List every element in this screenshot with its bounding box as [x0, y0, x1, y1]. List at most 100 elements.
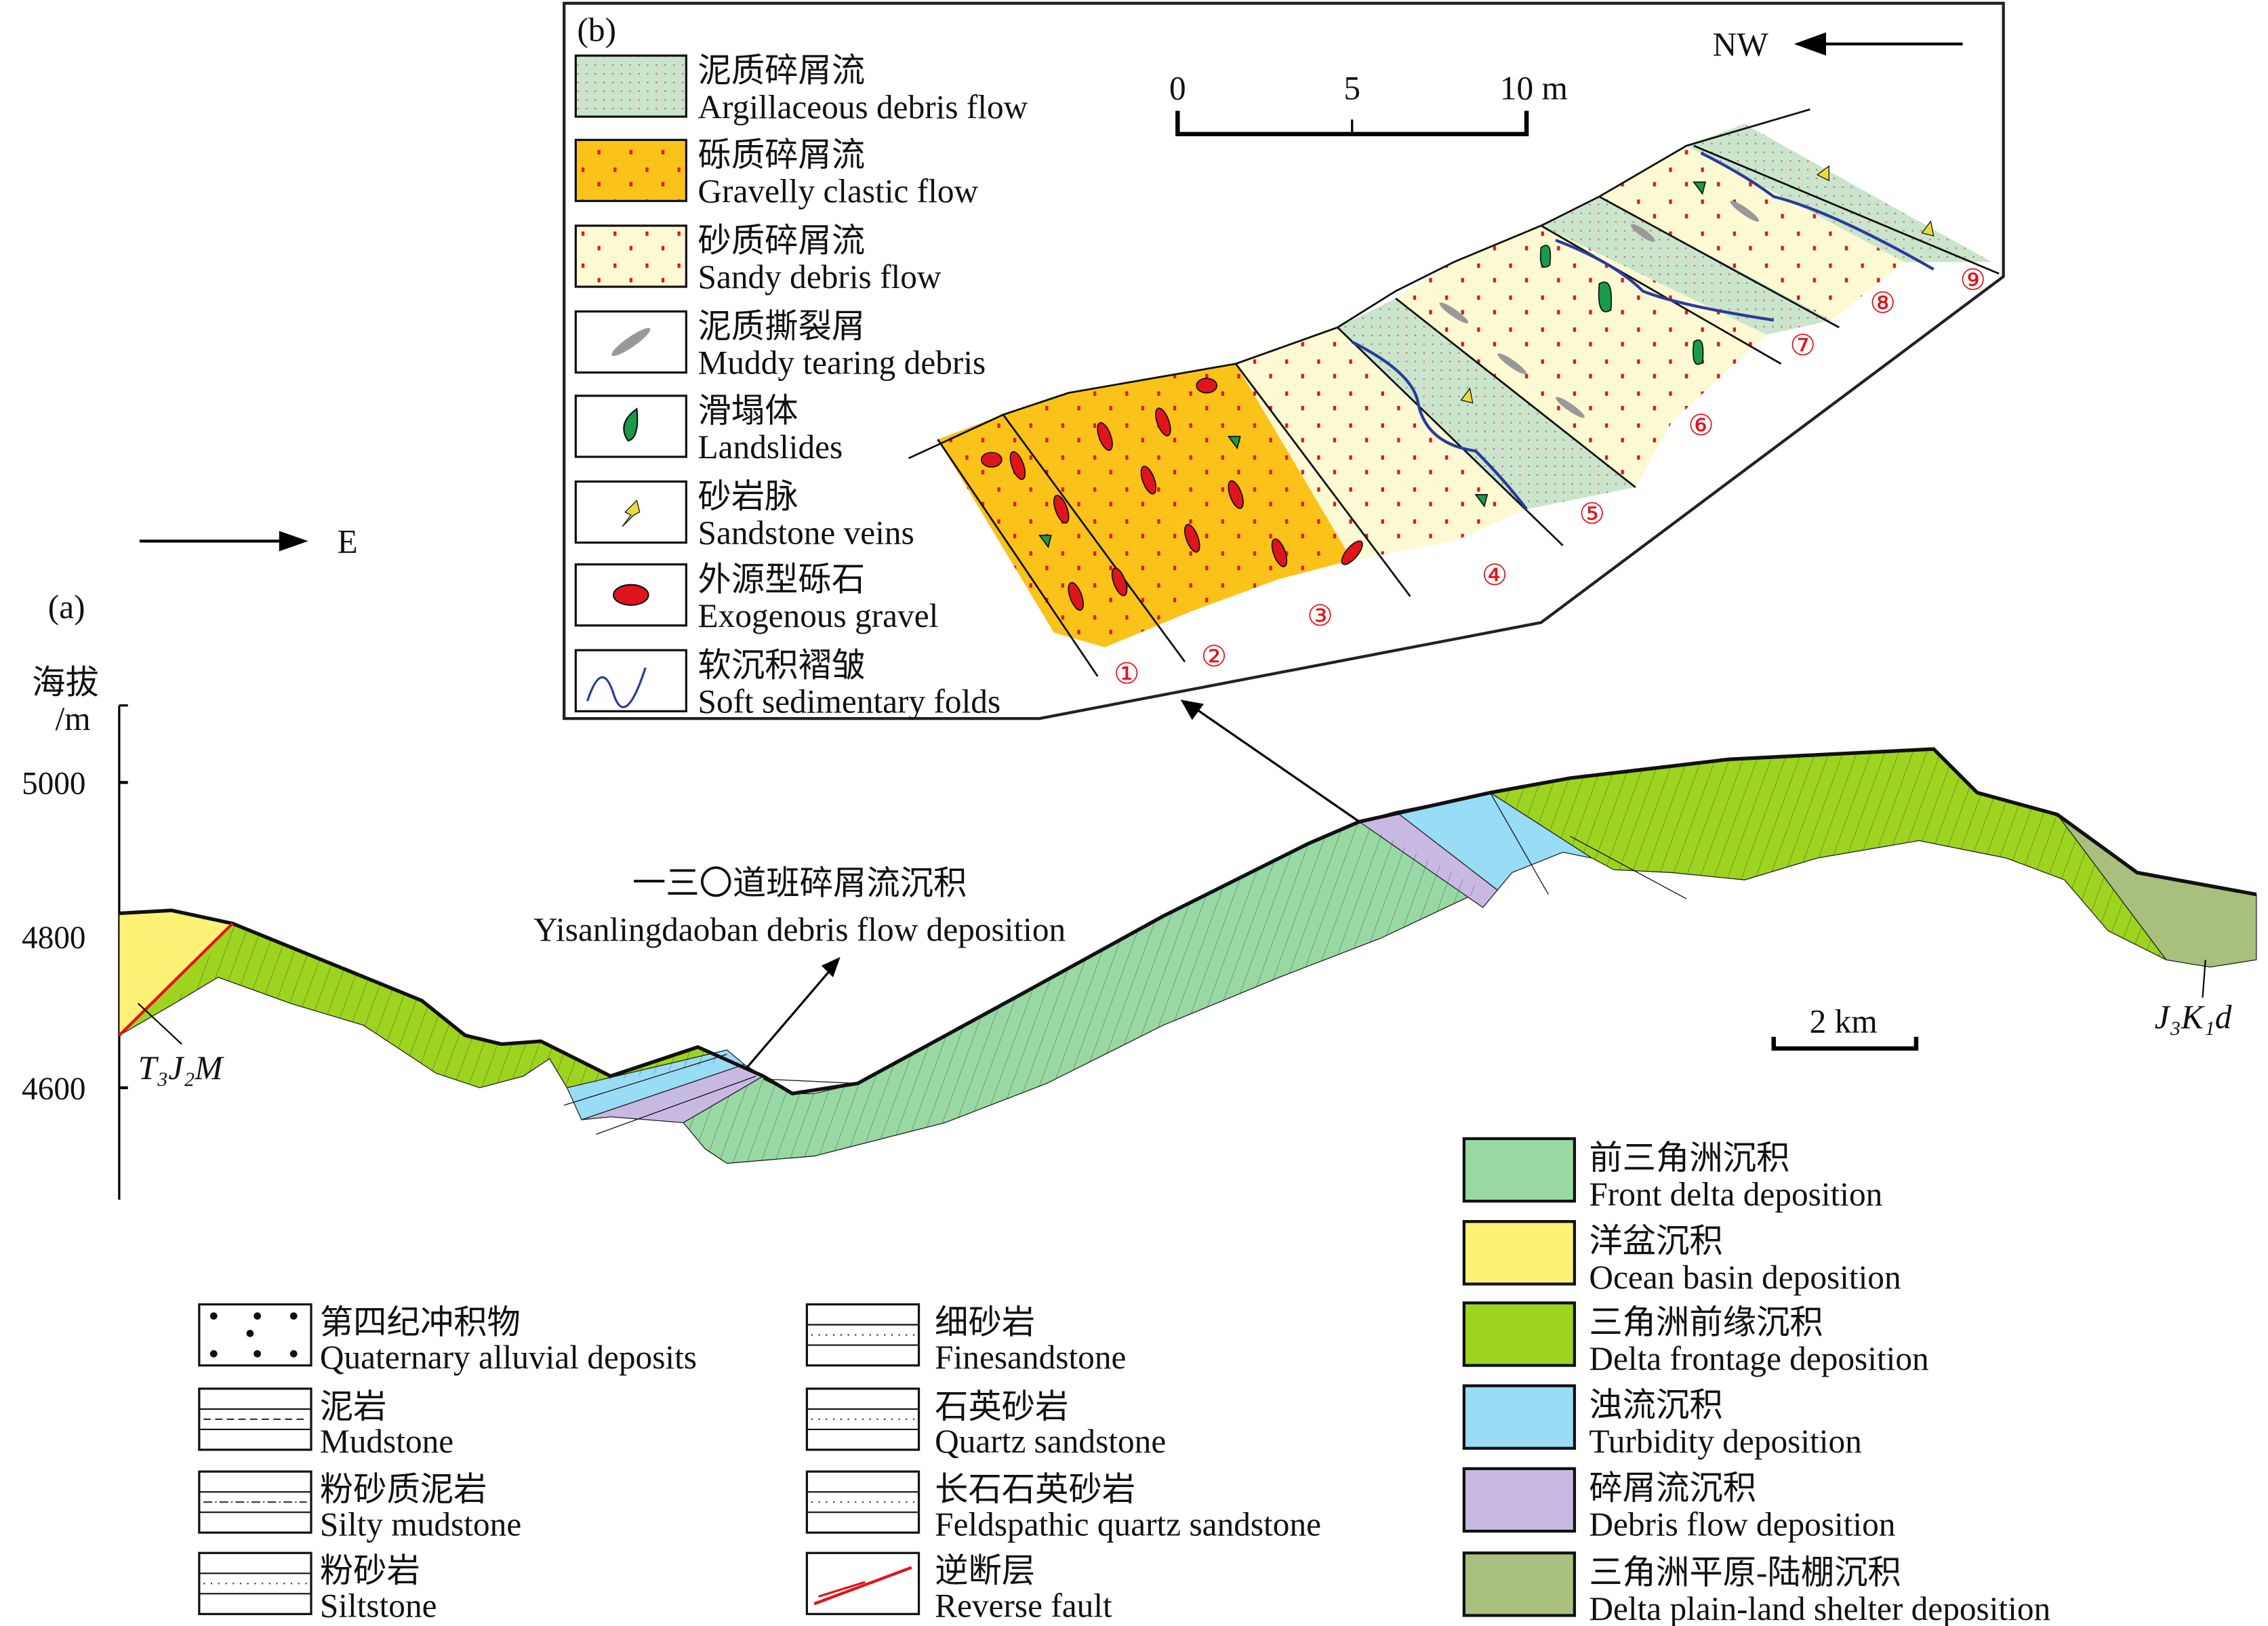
lithology-label-cn: 第四纪冲积物 — [320, 1303, 521, 1341]
panel-a-label: (a) — [48, 588, 85, 626]
legend-label-en: Exogenous gravel — [698, 597, 939, 634]
km-scale-bar: 2 km — [1771, 1002, 1919, 1051]
reverse-fault — [118, 922, 234, 1037]
legend-label-cn: 软沉积褶皱 — [698, 647, 866, 684]
lithology-label-en: Silty mudstone — [320, 1506, 521, 1543]
sandy-bed-3 — [1236, 327, 1527, 561]
yisanlingdaoban-callout: 一三〇道班碎屑流沉积 Yisanlingdaoban debris flow d… — [533, 865, 1066, 1070]
legend-label-cn: 砾质碎屑流 — [698, 136, 866, 174]
legend-label-en: Landslides — [698, 428, 843, 466]
bed-7: ⑦ — [1789, 330, 1815, 362]
bed-2: ② — [1201, 641, 1227, 673]
lithology-label-cn: 石英砂岩 — [935, 1388, 1068, 1425]
legend-label-en: Gravelly clastic flow — [698, 173, 979, 210]
legend-label-cn: 滑塌体 — [698, 392, 798, 430]
lithology-label-en: Siltstone — [320, 1587, 437, 1625]
annotation-en: Yisanlingdaoban debris flow deposition — [533, 911, 1066, 948]
lithology-label-cn: 长石石英砂岩 — [935, 1471, 1135, 1508]
facies-label-cn: 前三角洲沉积 — [1589, 1139, 1789, 1177]
facies-label-cn: 碎屑流沉积 — [1589, 1469, 1756, 1507]
facies-swatch — [1462, 1220, 1577, 1286]
km-scale-label: 2 km — [1810, 1002, 1878, 1040]
panel-b-inset: (b) NW 0 5 10 m — [563, 1, 2005, 720]
facies-label-cn: 三角洲平原-陆棚沉积 — [1589, 1553, 1901, 1591]
inset-pointer-arrow — [1180, 699, 1360, 823]
argillaceous-bed-8 — [1686, 123, 1992, 262]
facies-swatch — [1462, 1467, 1577, 1533]
bed-9: ⑨ — [1960, 264, 1985, 296]
lithology-label-en: Finesandstone — [935, 1339, 1126, 1376]
scale-tick-5: 5 — [1343, 69, 1360, 106]
argillaceous-swatch — [574, 54, 687, 118]
sandstone-veins — [1460, 165, 1935, 404]
facies-label-en: Turbidity deposition — [1589, 1423, 1861, 1460]
facies-label-cn: 三角洲前缘沉积 — [1589, 1303, 1823, 1341]
facies-swatch — [1462, 1301, 1577, 1367]
lithology-label-en: Quaternary alluvial deposits — [320, 1339, 697, 1376]
legend-label-en: Argillaceous debris flow — [698, 88, 1028, 125]
argillaceous-bed-4 — [1337, 298, 1636, 510]
legend-label-cn: 砂岩脉 — [698, 478, 798, 515]
soft-sedimentary-folds — [1351, 151, 1935, 510]
sandy-swatch — [574, 224, 687, 288]
lithology-label-cn: 细砂岩 — [935, 1303, 1035, 1341]
lithology-label-cn: 泥岩 — [320, 1388, 387, 1425]
facies-label-en: Delta frontage deposition — [1589, 1340, 1928, 1377]
bed-5: ⑤ — [1579, 499, 1604, 531]
gravelly-beds — [937, 363, 1352, 647]
lithology-label-cn: 逆断层 — [935, 1552, 1035, 1589]
sandy-bed-7 — [1599, 146, 1905, 321]
nw-arrow: NW — [1713, 26, 1963, 63]
lithology-label-en: Feldspathic quartz sandstone — [935, 1506, 1321, 1543]
facies-swatch — [1462, 1137, 1577, 1203]
lithology-label-cn: 粉砂质泥岩 — [320, 1471, 487, 1508]
bed-numbers: ① ② ③ ④ ⑤ ⑥ ⑦ ⑧ ⑨ — [1114, 264, 1986, 690]
legend-label-en: Muddy tearing debris — [698, 344, 986, 382]
axis-title: 海拔 — [32, 664, 99, 702]
legend-label-cn: 外源型砾石 — [698, 561, 866, 598]
legend-label-en: Sandstone veins — [698, 514, 914, 552]
scale-tick-0: 0 — [1169, 69, 1186, 106]
tick-5000: 5000 — [22, 767, 85, 802]
panel-a: (a) E 海拔 /m 5000 4800 4600 — [22, 523, 2257, 1200]
facies-label-en: Front delta deposition — [1589, 1176, 1882, 1213]
bed-1: ① — [1114, 659, 1139, 691]
lithology-label-cn: 粉砂岩 — [320, 1552, 420, 1589]
bed-3: ③ — [1307, 601, 1333, 632]
lithology-label-en: Mudstone — [320, 1423, 453, 1460]
left-unit-label: T₃J₂M — [138, 1049, 225, 1086]
landslide-blocks — [1038, 181, 1707, 548]
axis-ticks: 5000 4800 4600 — [22, 767, 128, 1107]
bed-8: ⑧ — [1869, 288, 1895, 320]
scale-tick-10: 10 m — [1500, 69, 1568, 106]
annotation-cn: 一三〇道班碎屑流沉积 — [632, 865, 967, 902]
facies-label-en: Delta plain-land shelter deposition — [1589, 1590, 2050, 1626]
cross-section — [118, 747, 2257, 1164]
direction-east: E — [338, 523, 358, 561]
exogenous-gravel-clasts — [980, 378, 1363, 611]
tick-4800: 4800 — [22, 920, 85, 956]
lithology-label-en: Reverse fault — [935, 1587, 1112, 1625]
legend-label-cn: 泥质撕裂屑 — [698, 308, 866, 345]
east-arrow: E — [139, 523, 358, 561]
facies-label-cn: 浊流沉积 — [1589, 1387, 1722, 1424]
meter-scale-bar: 0 5 10 m — [1169, 69, 1568, 137]
